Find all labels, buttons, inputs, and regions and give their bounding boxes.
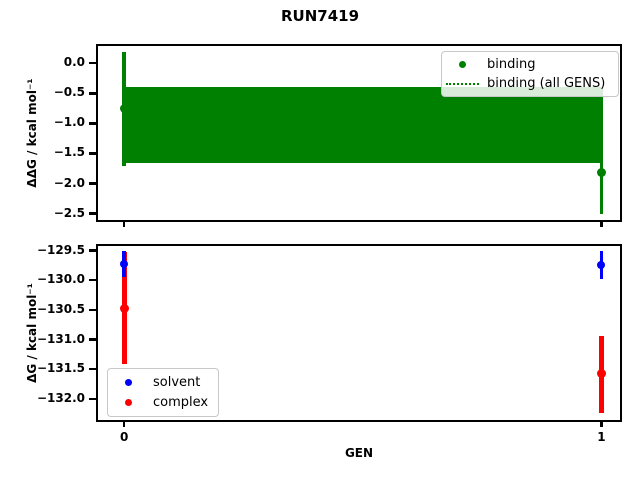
solvent-marker: [120, 260, 129, 269]
legend-bottom: solvent complex: [107, 368, 219, 417]
y-tick-label: −132.0: [36, 390, 85, 405]
y-tick-mark: [89, 152, 96, 155]
legend-entry-binding: binding: [442, 55, 618, 74]
y-tick-label: 0.0: [63, 55, 85, 70]
axes-frame: [96, 244, 622, 422]
legend-label-binding-all-gens: binding (all GENS): [487, 76, 606, 91]
y-tick-mark: [89, 92, 96, 95]
legend-label-binding: binding: [487, 57, 536, 72]
y-tick-mark: [89, 278, 96, 282]
axes-frame: [96, 44, 622, 222]
solvent-dot-icon: [108, 379, 148, 387]
binding-marker: [596, 168, 606, 178]
y-tick-mark: [89, 212, 96, 215]
x-tick-mark: [122, 222, 126, 227]
y-tick-label: −131.5: [36, 361, 85, 376]
x-tick-label: 1: [597, 430, 606, 444]
y-tick-label: −131.0: [36, 331, 85, 346]
y-tick-label: −1.0: [53, 115, 85, 130]
y-tick-mark: [89, 249, 96, 252]
y-tick-label: −0.5: [53, 85, 85, 100]
legend-label-solvent: solvent: [153, 375, 201, 391]
y-tick-label: −129.5: [36, 242, 85, 257]
y-tick-mark: [89, 61, 96, 65]
legend-top: binding binding (all GENS): [441, 51, 619, 97]
y-tick-label: −1.5: [53, 145, 85, 160]
y-tick-mark: [89, 367, 96, 371]
y-tick-mark: [89, 397, 96, 401]
figure-title: RUN7419: [280, 7, 360, 25]
legend-entry-binding-all-gens: binding (all GENS): [442, 74, 618, 93]
legend-entry-solvent: solvent: [108, 373, 218, 393]
solvent-marker: [597, 260, 606, 269]
y-tick-mark: [89, 182, 96, 185]
y-tick-mark: [89, 338, 96, 341]
complex-dot-icon: [108, 398, 148, 406]
binding-dot-icon: [442, 61, 482, 68]
x-tick-mark: [122, 422, 126, 427]
complex-marker: [596, 369, 606, 379]
y-tick-label: −130.0: [36, 272, 85, 287]
y-tick-mark: [89, 308, 96, 312]
x-tick-mark: [600, 222, 603, 227]
y-tick-mark: [89, 122, 96, 125]
x-tick-label: 0: [119, 430, 129, 444]
band-binding-all-gens: [124, 87, 604, 164]
y-tick-label: −2.5: [53, 205, 85, 220]
legend-label-complex: complex: [153, 394, 209, 410]
dotted-line-icon: [442, 82, 482, 85]
complex-marker: [119, 304, 129, 314]
x-tick-mark: [600, 422, 603, 427]
legend-entry-complex: complex: [108, 393, 218, 413]
y-tick-label: −130.5: [36, 301, 85, 316]
x-axis-label: GEN: [344, 446, 374, 460]
y-tick-label: −2.0: [53, 175, 85, 190]
